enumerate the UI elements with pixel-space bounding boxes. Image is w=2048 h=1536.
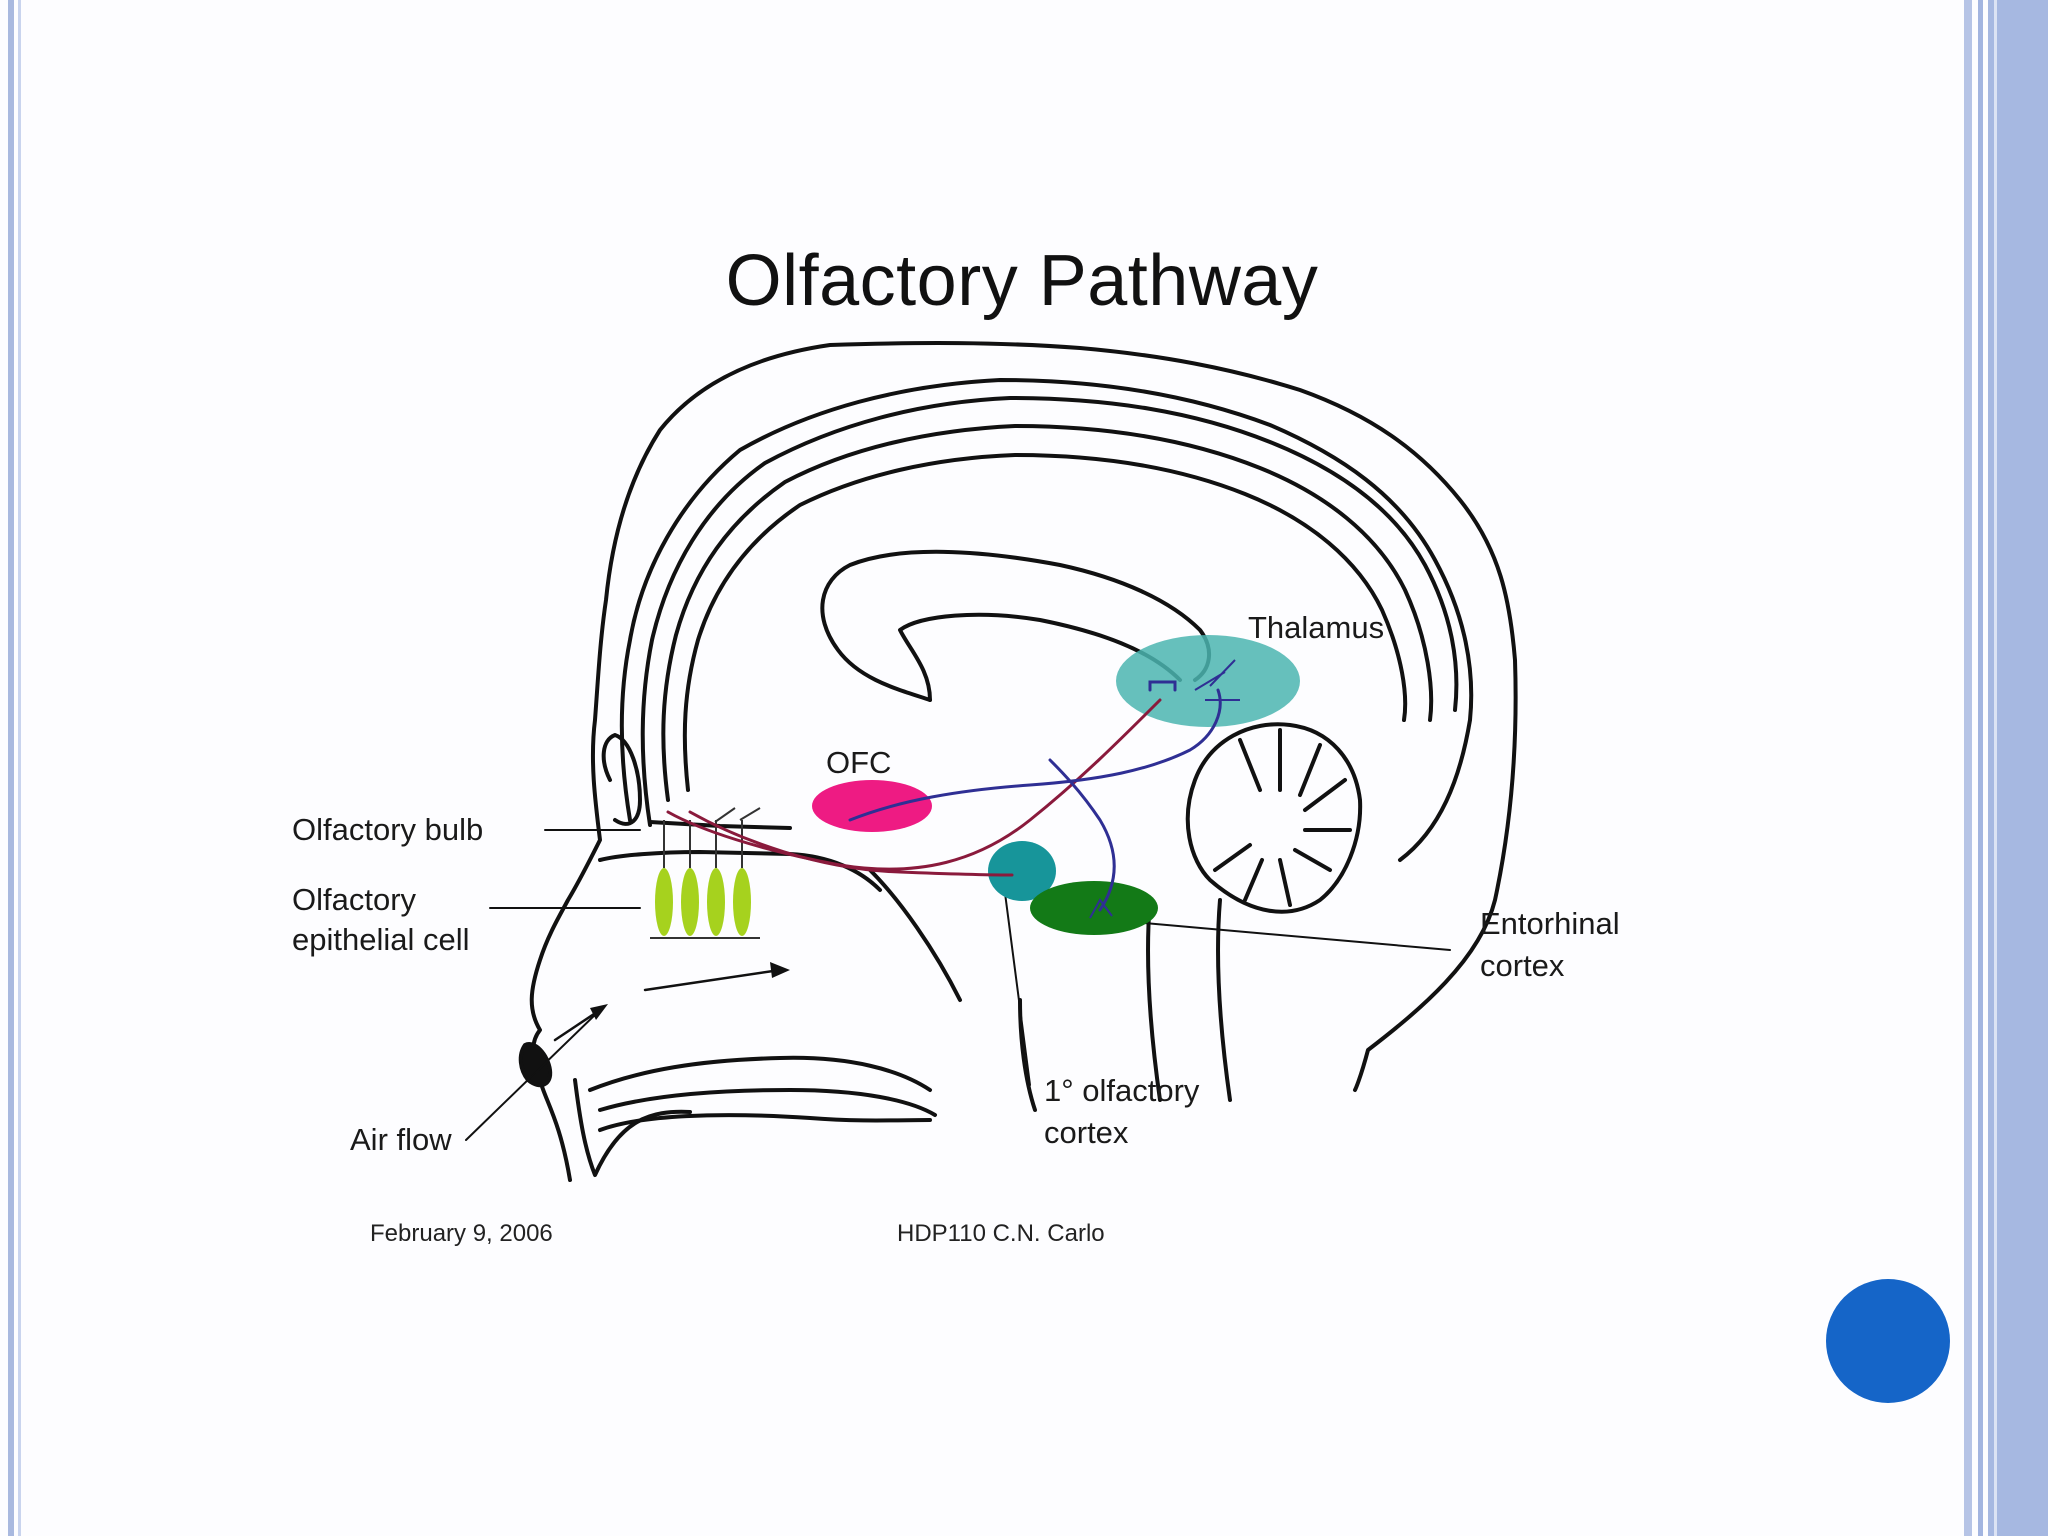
pathway-maroon-2 bbox=[688, 810, 1014, 877]
olfactory-epithelial-label-line2: epithelial cell bbox=[292, 922, 470, 957]
right-border-highlight bbox=[1994, 0, 1997, 1536]
cerebellum bbox=[1185, 722, 1363, 914]
right-border bbox=[1964, 0, 2048, 1536]
olfactory-bulb-label: Olfactory bulb bbox=[292, 812, 484, 847]
palate-2 bbox=[598, 1088, 937, 1117]
leader-airflow bbox=[465, 1009, 601, 1141]
primary-cortex-region bbox=[988, 841, 1056, 901]
primary-cortex-label-line2: cortex bbox=[1044, 1115, 1129, 1150]
entorhinal-region bbox=[1030, 881, 1158, 935]
slide-title-text: Olfactory Pathway bbox=[725, 241, 1319, 321]
nasal-cavity-top bbox=[598, 850, 882, 892]
epithelial-axons bbox=[650, 807, 761, 939]
cerebellum-folds bbox=[1213, 728, 1352, 907]
nostril bbox=[518, 1042, 553, 1088]
left-border-stripe-thin bbox=[18, 0, 21, 1536]
brain-fold-2 bbox=[661, 424, 1434, 802]
footer-date: February 9, 2006 bbox=[370, 1220, 553, 1247]
entorhinal-label-line2: cortex bbox=[1480, 948, 1565, 983]
right-border-stripe bbox=[1978, 0, 1983, 1536]
epithelial-cells bbox=[655, 868, 751, 936]
pathway-blue-ento bbox=[1048, 758, 1116, 912]
pathway-blue-thal bbox=[1148, 680, 1177, 692]
right-border-stripe bbox=[1964, 0, 1972, 1536]
corpus-callosum bbox=[820, 549, 1211, 702]
brain-outer bbox=[619, 378, 1474, 862]
leader-entorhinal bbox=[1109, 919, 1451, 951]
airflow-arrowhead-1 bbox=[770, 962, 790, 978]
corpus-callosum-inner bbox=[898, 612, 1182, 702]
airflow-arrow-2 bbox=[553, 1008, 602, 1042]
brain-fold-3 bbox=[682, 453, 1408, 792]
ofc-region bbox=[812, 780, 932, 832]
airflow-arrowhead-2 bbox=[590, 1004, 608, 1020]
airflow-arrow-1 bbox=[643, 968, 782, 992]
leader-primary bbox=[1001, 869, 1031, 1086]
ofc-label: OFC bbox=[826, 745, 892, 780]
footer-course: HDP110 C.N. Carlo bbox=[897, 1220, 1105, 1247]
pathway-maroon-1 bbox=[666, 698, 1162, 871]
thalamus-label: Thalamus bbox=[1248, 610, 1385, 645]
head-outline bbox=[529, 341, 1518, 1182]
thalamus-region bbox=[1116, 635, 1300, 727]
palate bbox=[588, 1055, 932, 1092]
brain-fold-1 bbox=[640, 396, 1459, 827]
throat bbox=[1018, 998, 1037, 1112]
lower-jaw bbox=[573, 1078, 692, 1177]
left-border bbox=[0, 0, 26, 1536]
slide-title: Olfactory Pathway bbox=[0, 240, 2048, 322]
frontal-lobe-tip bbox=[601, 733, 642, 826]
tongue bbox=[598, 1113, 932, 1132]
right-border-band bbox=[1988, 0, 2048, 1536]
olfactory-epithelial-label-line1: Olfactory bbox=[292, 882, 417, 917]
left-border-stripe bbox=[8, 0, 14, 1536]
brainstem-2 bbox=[1216, 898, 1232, 1102]
pathway-blue-ofc bbox=[848, 688, 1222, 822]
entorhinal-label-line1: Entorhinal bbox=[1480, 906, 1620, 941]
nasal-cavity-upper-curve bbox=[868, 868, 962, 1002]
brainstem bbox=[1146, 898, 1162, 1102]
slide-nav-button[interactable] bbox=[1826, 1279, 1950, 1403]
air-flow-label: Air flow bbox=[350, 1122, 452, 1157]
pathway-branches bbox=[1089, 659, 1240, 919]
primary-cortex-label-line1: 1° olfactory bbox=[1044, 1073, 1200, 1108]
